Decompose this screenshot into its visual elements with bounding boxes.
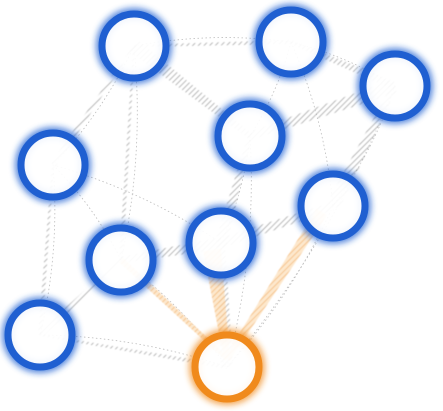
graph-node[interactable] xyxy=(96,8,172,84)
node-ring xyxy=(17,129,89,201)
selected-node[interactable] xyxy=(189,329,265,405)
node-ring xyxy=(4,299,76,371)
edge xyxy=(39,334,228,369)
node-ring xyxy=(359,50,431,122)
node-ring xyxy=(255,6,327,78)
node-ring xyxy=(85,224,157,296)
edge xyxy=(119,45,135,261)
graph-node[interactable] xyxy=(357,48,433,124)
graph-node[interactable] xyxy=(253,4,329,80)
graph-node[interactable] xyxy=(295,168,371,244)
node-ring xyxy=(185,207,257,279)
node-ring xyxy=(191,331,263,403)
node-ring xyxy=(214,100,286,172)
highlighted-edge xyxy=(224,208,328,361)
node-ring xyxy=(297,170,369,242)
graph-node[interactable] xyxy=(83,222,159,298)
edge xyxy=(133,40,292,47)
faint-edge xyxy=(226,205,334,368)
graph-node[interactable] xyxy=(212,98,288,174)
edge xyxy=(38,164,54,336)
graph-node[interactable] xyxy=(2,297,78,373)
graph-node[interactable] xyxy=(15,127,91,203)
node-layer xyxy=(2,4,433,405)
node-ring xyxy=(98,10,170,82)
faint-edge xyxy=(52,164,222,244)
graph-node[interactable] xyxy=(183,205,259,281)
